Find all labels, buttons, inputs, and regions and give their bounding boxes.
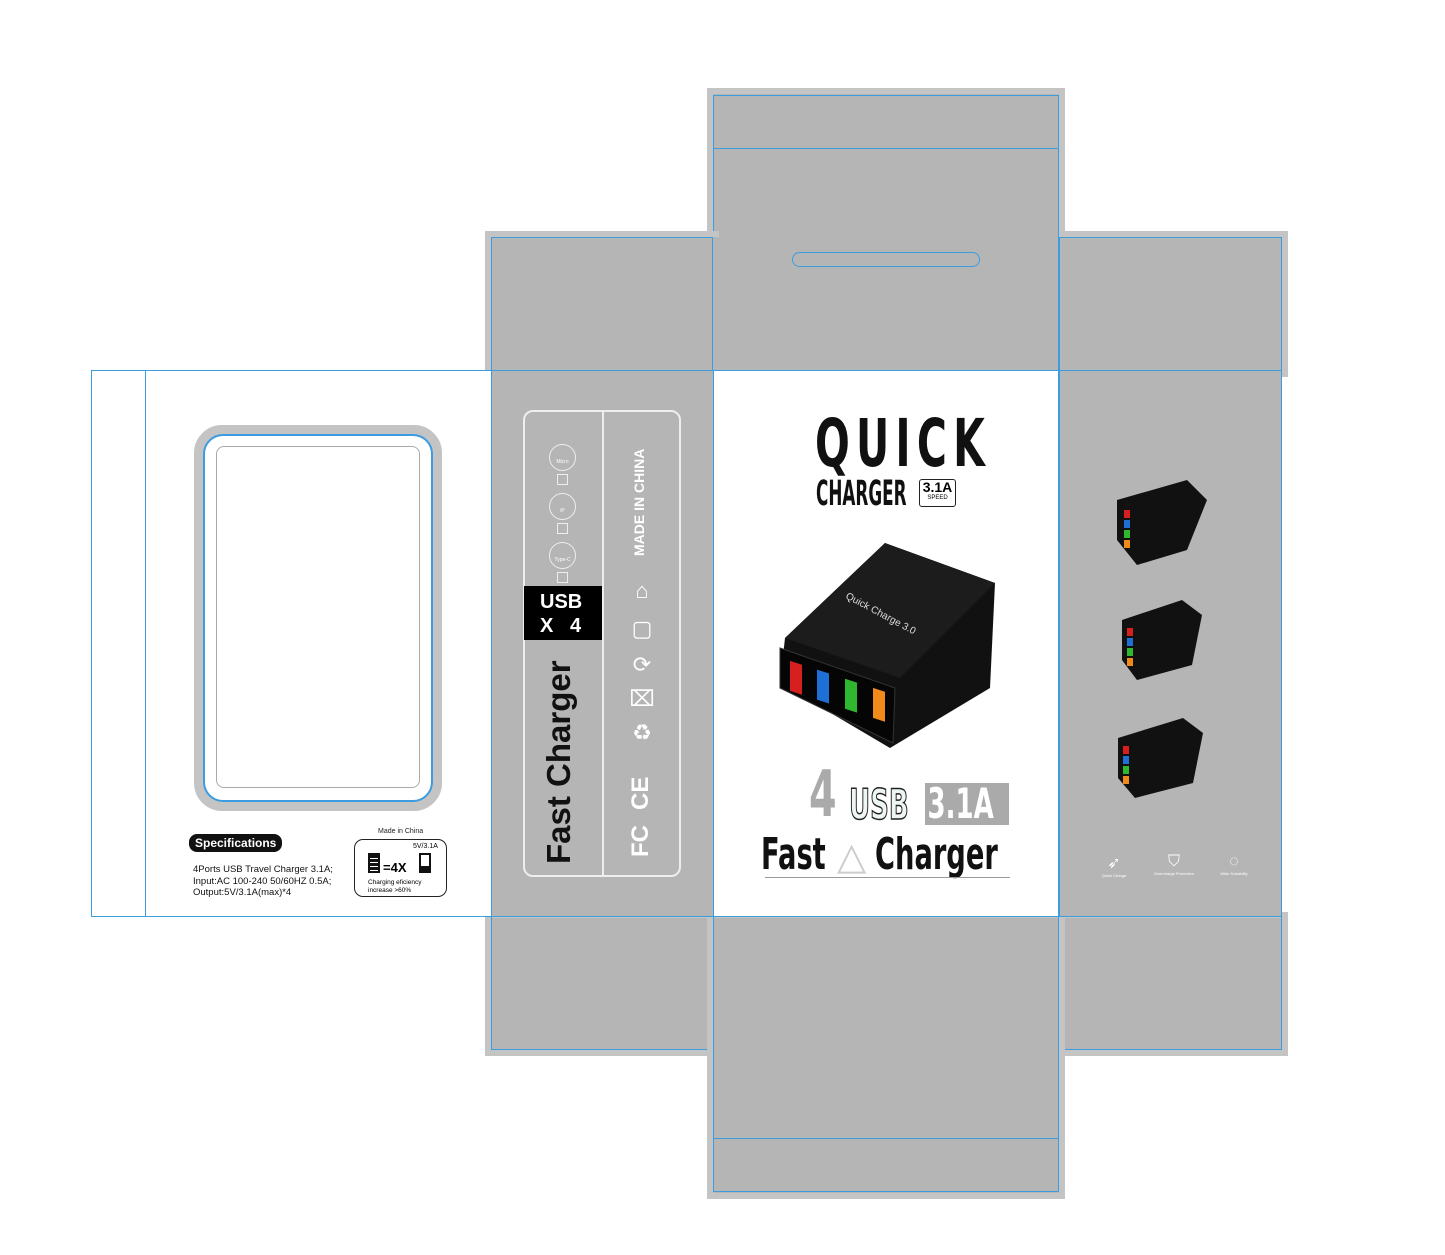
feature-label: Wide Suitability: [1220, 871, 1248, 876]
window-frame: [194, 425, 442, 811]
window: [216, 446, 420, 788]
spec-line: Input:AC 100-240 50/60HZ 0.5A;: [193, 875, 332, 887]
fold-line: [713, 148, 1059, 149]
usb-port-red: [790, 660, 802, 695]
cutline: [491, 916, 713, 1050]
front-title-quick: QUICK: [815, 405, 991, 482]
checkbox: [557, 474, 568, 485]
glue-flap-line: [145, 370, 146, 917]
spec-line: 4Ports USB Travel Charger 3.1A;: [193, 864, 333, 875]
charger-product-image: Quick Charge 3.0: [779, 543, 995, 748]
feature-overcharge: ⛉Overcharge Protection: [1149, 853, 1199, 878]
feature-label: Quick Charge: [1101, 873, 1127, 878]
cutline: [1059, 237, 1282, 373]
usb-label: USB: [540, 591, 583, 613]
cutline: [713, 916, 1059, 1192]
speed-label: SPEED: [927, 495, 948, 501]
specifications-title: Specifications: [189, 834, 283, 852]
side-divider: [602, 410, 604, 877]
low-battery-icon: [419, 853, 431, 873]
square-icon: ▢: [631, 616, 653, 641]
checkbox: [557, 572, 568, 583]
top-flap: [707, 88, 1065, 378]
house-arrow-icon: ⌂: [635, 578, 649, 603]
side-title: Fast Charger: [540, 660, 577, 864]
amps-text: 3.1A: [927, 779, 994, 828]
cycle-icon: ◌: [1229, 853, 1239, 870]
fast-text: Fast: [761, 829, 826, 880]
cutline: [1059, 916, 1282, 1050]
top-flap-cutline: [713, 95, 1059, 375]
efficiency-line: increase >60%: [368, 886, 412, 894]
ce-mark-icon: CE: [627, 776, 654, 810]
spec-line: Output:5V/3.1A(max)*4: [193, 887, 292, 898]
checkbox: [557, 523, 568, 534]
cable-type-list: Micro iP Type-C: [549, 444, 576, 586]
underline: [765, 877, 1010, 878]
fold-line: [713, 1138, 1059, 1139]
tuck-slot: [792, 252, 980, 267]
efficiency-line: Charging eficiency: [368, 879, 422, 886]
lightning-cable-icon: iP: [549, 493, 576, 520]
micro-cable-icon: Micro: [549, 444, 576, 471]
feature-quick-charge: ➶Quick Charge: [1094, 853, 1134, 878]
recycle-icon: ♻: [632, 720, 652, 745]
usb-port-blue: [817, 669, 829, 704]
amps-block: 3.1A: [925, 783, 1009, 825]
plug-variants: [1112, 480, 1212, 575]
us-plug-charger-icon: [1117, 600, 1207, 690]
speed-value: 3.1A: [922, 479, 953, 495]
top-left-flap: [485, 231, 719, 377]
spec-list: 4Ports USB Travel Charger 3.1A; Input:AC…: [193, 864, 333, 899]
charger-text: Charger: [875, 829, 998, 880]
top-right-flap: [1059, 231, 1288, 377]
full-battery-icon: [368, 853, 380, 873]
four-number: 4: [809, 758, 837, 832]
multiplier: =4X: [383, 860, 407, 875]
shield-bolt-icon: ⛉: [1167, 853, 1180, 870]
quantity-label: X 4: [540, 615, 582, 637]
rocket-icon: ➶: [1107, 855, 1121, 872]
made-in-china-label: Made in China: [378, 828, 424, 835]
fcc-mark-icon: FC: [627, 825, 654, 857]
usb-port-orange: [873, 687, 885, 722]
battery-rating: 5V/3.1A: [413, 843, 438, 850]
eu-plug-charger-icon: [1113, 718, 1213, 808]
type-c-cable-icon: Type-C: [549, 542, 576, 569]
certification-icons: ⌂ ▢ ⟳ ⌧ ♻: [627, 578, 657, 746]
recycle-arrow-icon: ⟳: [632, 652, 652, 677]
bottom-flap: [707, 912, 1065, 1199]
usb-port-green: [845, 678, 857, 713]
crossed-bin-icon: ⌧: [629, 686, 655, 711]
cutline: [491, 237, 713, 373]
usb-text: USB: [849, 779, 910, 830]
feature-suitability: ◌Wide Suitability: [1214, 853, 1254, 878]
rocket-icon: △: [837, 836, 867, 878]
bottom-left-flap: [485, 912, 719, 1056]
feature-list: ➶Quick Charge ⛉Overcharge Protection ◌Wi…: [1094, 853, 1254, 878]
made-in-china: MADE IN CHINA: [631, 448, 647, 556]
window-cutline: [203, 434, 433, 802]
front-title-charger: CHARGER: [816, 474, 907, 514]
uk-plug-charger-icon: [1117, 480, 1207, 565]
feature-label: Overcharge Protection: [1153, 871, 1195, 876]
